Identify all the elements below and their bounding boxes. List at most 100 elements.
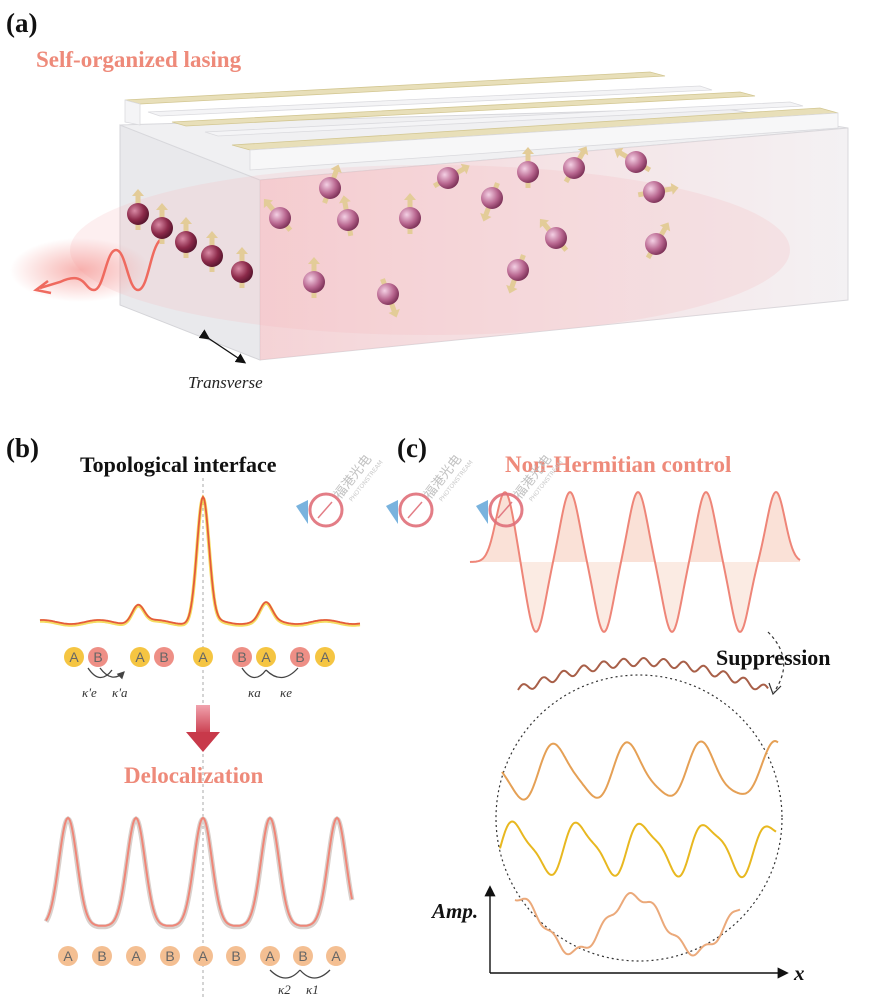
svg-text:A: A bbox=[320, 649, 330, 665]
panel-b-top-title: Topological interface bbox=[80, 452, 277, 477]
spin-atom bbox=[175, 217, 197, 258]
svg-text:B: B bbox=[159, 649, 168, 665]
emitted-wave bbox=[39, 239, 161, 292]
spin-atom bbox=[563, 146, 589, 184]
lattice-site-A: A bbox=[315, 647, 335, 667]
svg-text:B: B bbox=[97, 948, 106, 964]
spin-atom bbox=[377, 278, 400, 318]
spin-atom bbox=[480, 182, 503, 222]
svg-text:A: A bbox=[331, 948, 341, 964]
spin-atom bbox=[432, 163, 470, 189]
top-couplings: κ'e κ'a κa κe bbox=[82, 667, 299, 700]
suppression-label: Suppression bbox=[716, 645, 831, 670]
lattice-site-B: B bbox=[92, 946, 112, 966]
svg-text:A: A bbox=[261, 649, 271, 665]
lattice-site-A: A bbox=[193, 647, 213, 667]
spin-atom bbox=[399, 193, 421, 234]
svg-text:A: A bbox=[63, 948, 73, 964]
transverse-arrow bbox=[198, 329, 247, 364]
kappa-label-4: κe bbox=[280, 685, 292, 700]
coupling-arc-2 bbox=[87, 667, 113, 679]
lattice-site-A: A bbox=[64, 647, 84, 667]
spin-atom bbox=[319, 164, 342, 204]
suppression-arrow bbox=[767, 631, 785, 693]
lattice-site-A: A bbox=[256, 647, 276, 667]
svg-text:A: A bbox=[198, 649, 208, 665]
lattice-site-B: B bbox=[154, 647, 174, 667]
control-wave-fill-upper bbox=[470, 492, 800, 562]
svg-text:A: A bbox=[198, 948, 208, 964]
panel-a: (a) Self-organized lasing T bbox=[6, 8, 849, 392]
svg-text:A: A bbox=[69, 649, 79, 665]
laser-glow bbox=[10, 238, 150, 302]
kappa-label-6: κ1 bbox=[306, 982, 319, 997]
control-wave bbox=[469, 490, 801, 634]
svg-text:B: B bbox=[165, 948, 174, 964]
spin-atom bbox=[539, 218, 569, 252]
bottom-couplings: κ2 κ1 bbox=[269, 969, 331, 997]
kappa-label-2: κ'a bbox=[112, 685, 128, 700]
svg-text:B: B bbox=[231, 948, 240, 964]
spin-atom bbox=[506, 254, 529, 294]
svg-text:B: B bbox=[298, 948, 307, 964]
spin-atom bbox=[645, 222, 671, 260]
lattice-site-B: B bbox=[226, 946, 246, 966]
spin-atom bbox=[127, 189, 149, 230]
control-wave-fill-lower bbox=[470, 562, 800, 632]
spin-atom bbox=[303, 257, 325, 298]
lattice-site-A: A bbox=[260, 946, 280, 966]
panel-a-label: (a) bbox=[6, 8, 37, 38]
panel-b-label: (b) bbox=[6, 433, 39, 463]
amp-axis-label: Amp. bbox=[430, 899, 478, 923]
panel-c: (c) Non-Hermitian control Suppression Am… bbox=[397, 433, 831, 985]
spin-atom bbox=[263, 198, 293, 232]
coupling-arc-6 bbox=[299, 969, 331, 979]
spin-atom bbox=[231, 247, 253, 288]
svg-text:A: A bbox=[265, 948, 275, 964]
lattice-site-A: A bbox=[193, 946, 213, 966]
lattice-site-B: B bbox=[290, 647, 310, 667]
kappa-label-1: κ'e bbox=[82, 685, 97, 700]
coupling-arc-4 bbox=[265, 667, 299, 679]
bottom-mode-profile bbox=[45, 816, 353, 927]
lattice-site-A: A bbox=[326, 946, 346, 966]
lattice-site-B: B bbox=[232, 647, 252, 667]
spin-atom bbox=[201, 231, 223, 272]
brown-mode-curve bbox=[517, 656, 769, 691]
yellow-mode-curve bbox=[499, 820, 777, 879]
lattice-site-A: A bbox=[58, 946, 78, 966]
panel-c-title: Non-Hermitian control bbox=[505, 452, 731, 477]
zoom-circle bbox=[495, 674, 783, 962]
spin-atom bbox=[337, 195, 359, 237]
svg-text:B: B bbox=[237, 649, 246, 665]
panel-a-title: Self-organized lasing bbox=[36, 47, 242, 72]
coupling-arc-1 bbox=[99, 667, 125, 680]
emitted-wave-arrowhead bbox=[33, 280, 52, 295]
lattice-site-B: B bbox=[88, 647, 108, 667]
lattice-site-B: B bbox=[160, 946, 180, 966]
kappa-label-3: κa bbox=[248, 685, 261, 700]
lattice-site-A: A bbox=[126, 946, 146, 966]
coupling-arc-3 bbox=[241, 667, 267, 679]
svg-text:A: A bbox=[135, 649, 145, 665]
spin-atom bbox=[151, 203, 173, 244]
top-mode-profile bbox=[39, 495, 361, 625]
atom-cluster bbox=[127, 146, 679, 318]
bottom-mode-profile-shadow bbox=[43, 815, 355, 930]
transverse-label: Transverse bbox=[188, 373, 263, 392]
svg-text:B: B bbox=[93, 649, 102, 665]
x-axis-label: x bbox=[793, 961, 805, 985]
spin-atom bbox=[614, 147, 652, 173]
orange-mode-curve bbox=[501, 739, 779, 801]
spin-atom bbox=[517, 147, 539, 188]
spin-atom bbox=[637, 181, 679, 203]
lattice-site-B: B bbox=[293, 946, 313, 966]
peach-mode-curve bbox=[514, 892, 741, 957]
svg-text:A: A bbox=[131, 948, 141, 964]
